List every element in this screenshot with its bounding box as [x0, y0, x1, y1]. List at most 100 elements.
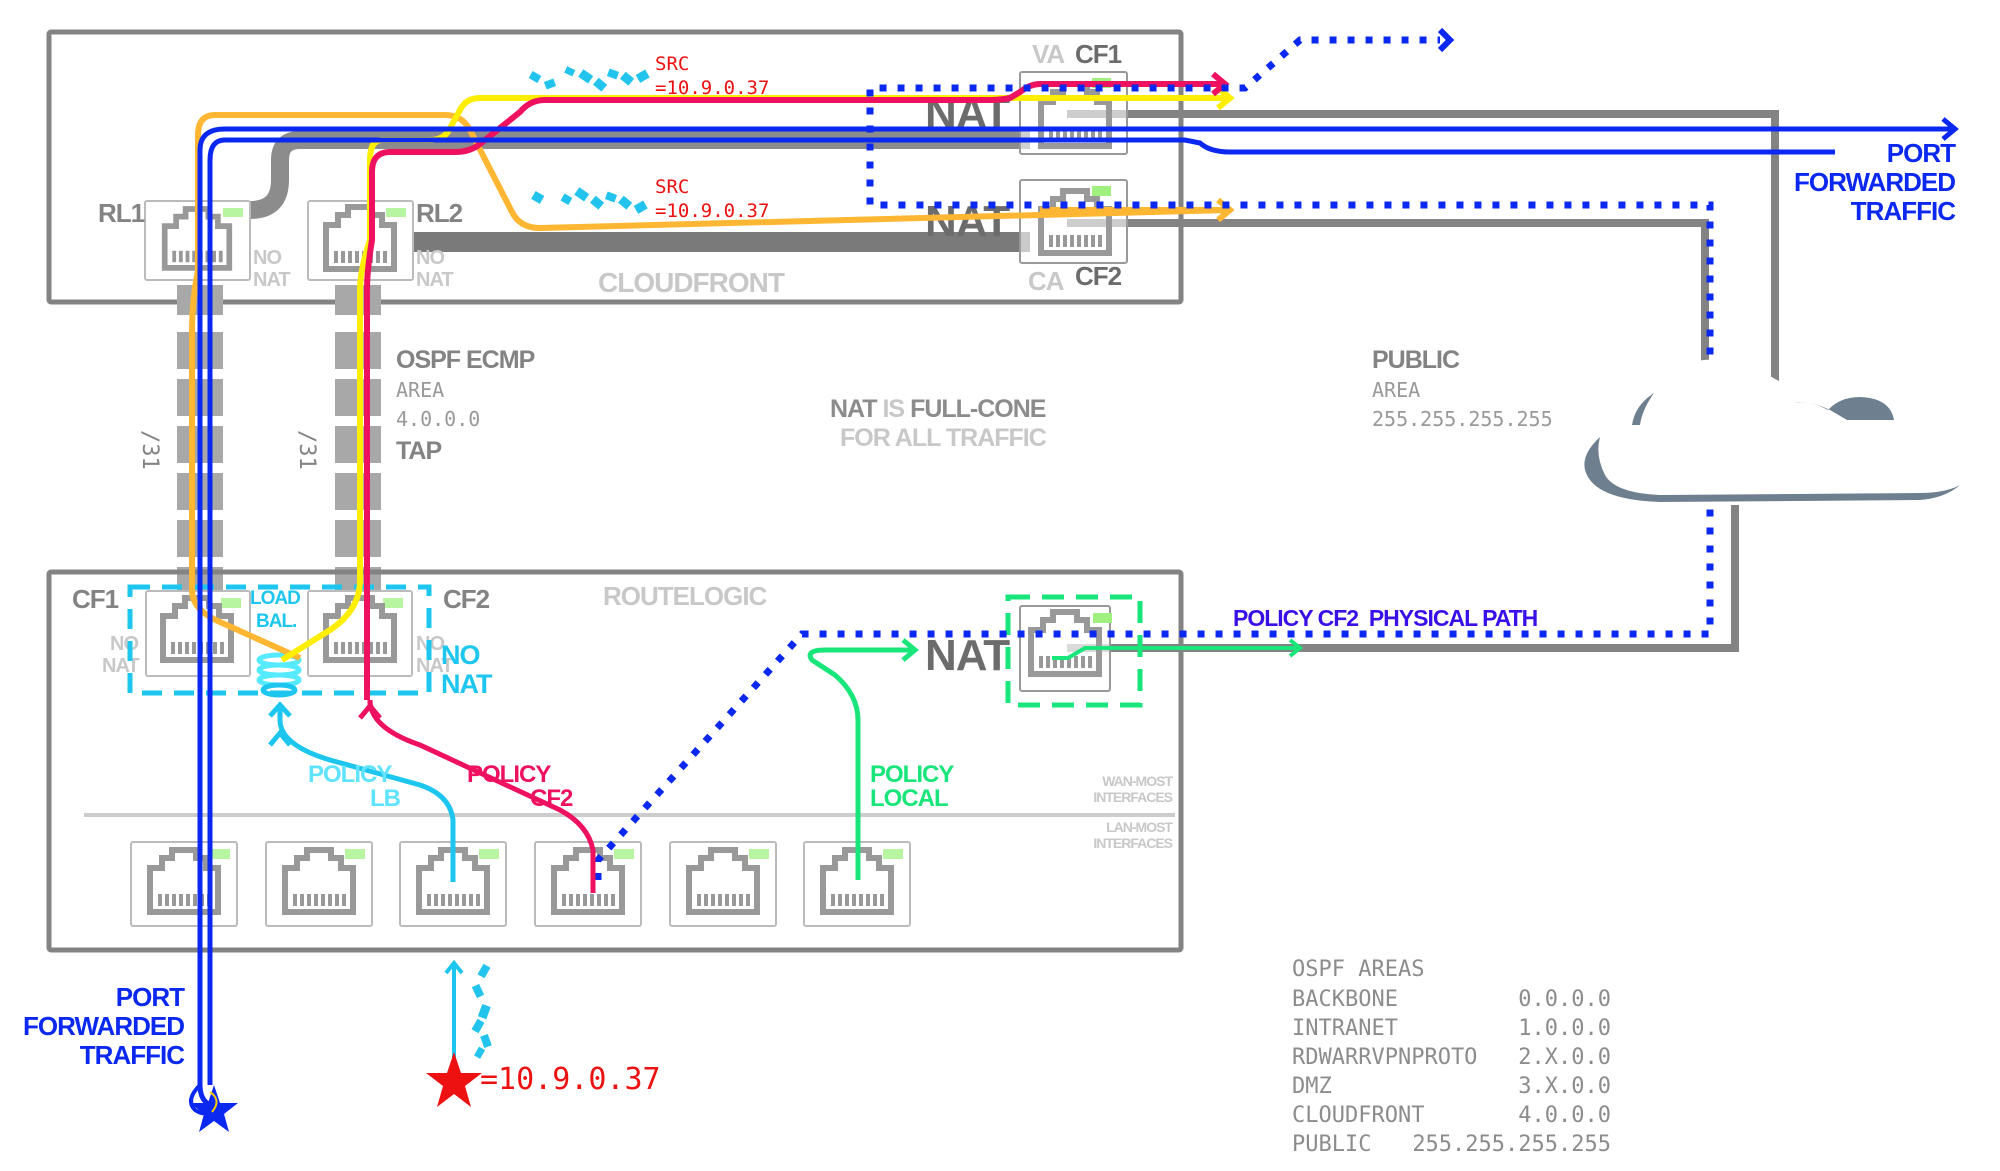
physical-path-arrow [1437, 27, 1455, 53]
src-label-top: SRC =10.9.0.37 [655, 53, 769, 99]
policy-lb-label: POLICY LB [308, 761, 402, 812]
routelogic-title: ROUTELOGIC [603, 581, 768, 611]
cloudfront-cf2-port[interactable] [1019, 179, 1128, 264]
port-forward-path-inner [207, 137, 1835, 1085]
physical-path-label: POLICY CF2 PHYSICAL PATH [1233, 605, 1538, 631]
svg-text:NO: NO [441, 640, 480, 670]
cf2-prefix-ca: CA [1028, 266, 1065, 296]
src-packets-top [528, 66, 650, 92]
orange-flow-arrow [1040, 197, 1235, 223]
rl2-link-led [386, 208, 406, 217]
nat-port-green-arrow [1288, 638, 1304, 658]
source-arrow [444, 959, 464, 1062]
load-bal-label: LOAD BAL. [250, 588, 301, 632]
load-balancer-coil [256, 652, 302, 698]
rl-cf2-link-led [383, 598, 403, 608]
port-forward-arrow-right [1941, 117, 1959, 141]
port-forward-path-outer [197, 126, 1955, 1108]
orange-flow-path [189, 112, 1231, 661]
routelogic-box [46, 569, 1184, 953]
source-address: =10.9.0.37 [480, 1062, 661, 1097]
rl2-subnet-label: /31 [294, 430, 319, 470]
cf1-wan-trunk [1067, 110, 1779, 390]
policy-cf2-arrow [358, 702, 382, 720]
ospf-area-name: BACKBONE [1292, 987, 1398, 1012]
lan-port-link-led [614, 849, 634, 859]
svg-text:SRC: SRC [655, 176, 689, 198]
svg-text:TRAFFIC: TRAFFIC [1851, 196, 1956, 226]
lan-port-link-led [479, 849, 499, 859]
svg-text:LAN-MOST: LAN-MOST [1106, 819, 1173, 835]
ospf-area-value: 1.0.0.0 [1518, 1016, 1611, 1041]
nat-note-line1: NAT IS FULL-CONE [830, 395, 1046, 423]
ospf-area-name: RDWARRVPNPROTO [1292, 1045, 1477, 1070]
rl2-no-nat: NO NAT [416, 247, 454, 291]
svg-text:POLICY: POLICY [870, 761, 954, 788]
svg-text:INTERFACES: INTERFACES [1093, 789, 1172, 805]
load-balancer-no-nat: NO NAT [441, 640, 494, 699]
ospf-area-name: PUBLIC [1292, 1132, 1371, 1157]
svg-text:POLICY: POLICY [308, 761, 392, 788]
svg-text:NAT: NAT [253, 269, 290, 291]
lan-port-row [130, 841, 911, 927]
nat-port-group[interactable] [1005, 594, 1143, 708]
svg-text:LB: LB [370, 785, 401, 812]
svg-text:NO: NO [253, 247, 281, 269]
ospf-area-value: 3.X.0.0 [1518, 1074, 1611, 1099]
svg-text:FORWARDED: FORWARDED [1794, 167, 1955, 197]
nat-port-link-led [1093, 613, 1112, 623]
ospf-area-value: 255.255.255.255 [1412, 1132, 1611, 1157]
ospf-area-name: CLOUDFRONT [1292, 1103, 1424, 1128]
svg-text:NO: NO [416, 247, 444, 269]
svg-text:BAL.: BAL. [256, 611, 296, 632]
rl-cf1-no-nat: NO NAT [102, 633, 140, 677]
cf1-prefix-va: VA [1032, 39, 1065, 69]
svg-text:PORT: PORT [116, 982, 185, 1012]
lan-port[interactable] [669, 841, 777, 927]
lan-port[interactable] [130, 841, 238, 927]
ospf-area-label: AREA [396, 378, 444, 402]
rl1-subnet-label: /31 [137, 430, 162, 470]
src-packets-bottom [531, 187, 648, 214]
ospf-area-value: 4.0.0.0 [1518, 1103, 1611, 1128]
pink-flow-arrow [1211, 71, 1230, 97]
svg-text:WAN-MOST: WAN-MOST [1102, 773, 1173, 789]
policy-local-label: POLICY LOCAL [870, 761, 955, 812]
svg-text:=10.9.0.37: =10.9.0.37 [655, 77, 769, 99]
svg-text:PORT: PORT [1887, 138, 1956, 168]
rl1-link-led [223, 208, 243, 217]
policy-local-arrow [901, 638, 919, 662]
public-area-label: AREA [1372, 378, 1420, 402]
svg-text:NO: NO [110, 633, 138, 655]
svg-text:=10.9.0.37: =10.9.0.37 [655, 200, 769, 222]
svg-text:TRAFFIC: TRAFFIC [80, 1040, 185, 1070]
cloudfront-title: CLOUDFRONT [598, 267, 785, 298]
ospf-ecmp-title: OSPF ECMP [396, 346, 535, 374]
rl-cf1-label: CF1 [72, 584, 119, 614]
source-star-icon [426, 1052, 482, 1107]
lan-port-link-led [749, 849, 769, 859]
lan-port[interactable] [534, 841, 642, 927]
svg-text:NAT: NAT [416, 655, 453, 677]
svg-text:LOCAL: LOCAL [870, 785, 948, 812]
cf2-label: CF2 [1075, 261, 1122, 291]
src-label-bottom: SRC =10.9.0.37 [655, 176, 769, 222]
svg-text:LOAD: LOAD [250, 588, 300, 609]
svg-text:INTERFACES: INTERFACES [1093, 835, 1172, 851]
svg-text:NAT: NAT [416, 269, 453, 291]
ospf-area-value: 4.0.0.0 [396, 407, 480, 431]
lan-most-label: LAN-MOST INTERFACES [1093, 819, 1174, 851]
physical-path-dotted [594, 36, 1714, 880]
port-forwarded-label-left: PORT FORWARDED TRAFFIC [23, 982, 186, 1070]
lan-port[interactable] [265, 841, 373, 927]
ospf-area-value: 2.X.0.0 [1518, 1045, 1611, 1070]
cf1-label: CF1 [1075, 39, 1122, 69]
wan-most-label: WAN-MOST INTERFACES [1093, 773, 1174, 805]
svg-text:NAT: NAT [441, 669, 493, 699]
internet-cloud-icon [1584, 359, 1972, 502]
rl1-no-nat: NO NAT [253, 247, 291, 291]
port-forwarded-label-right: PORT FORWARDED TRAFFIC [1794, 138, 1957, 226]
lan-port-link-led [345, 849, 365, 859]
